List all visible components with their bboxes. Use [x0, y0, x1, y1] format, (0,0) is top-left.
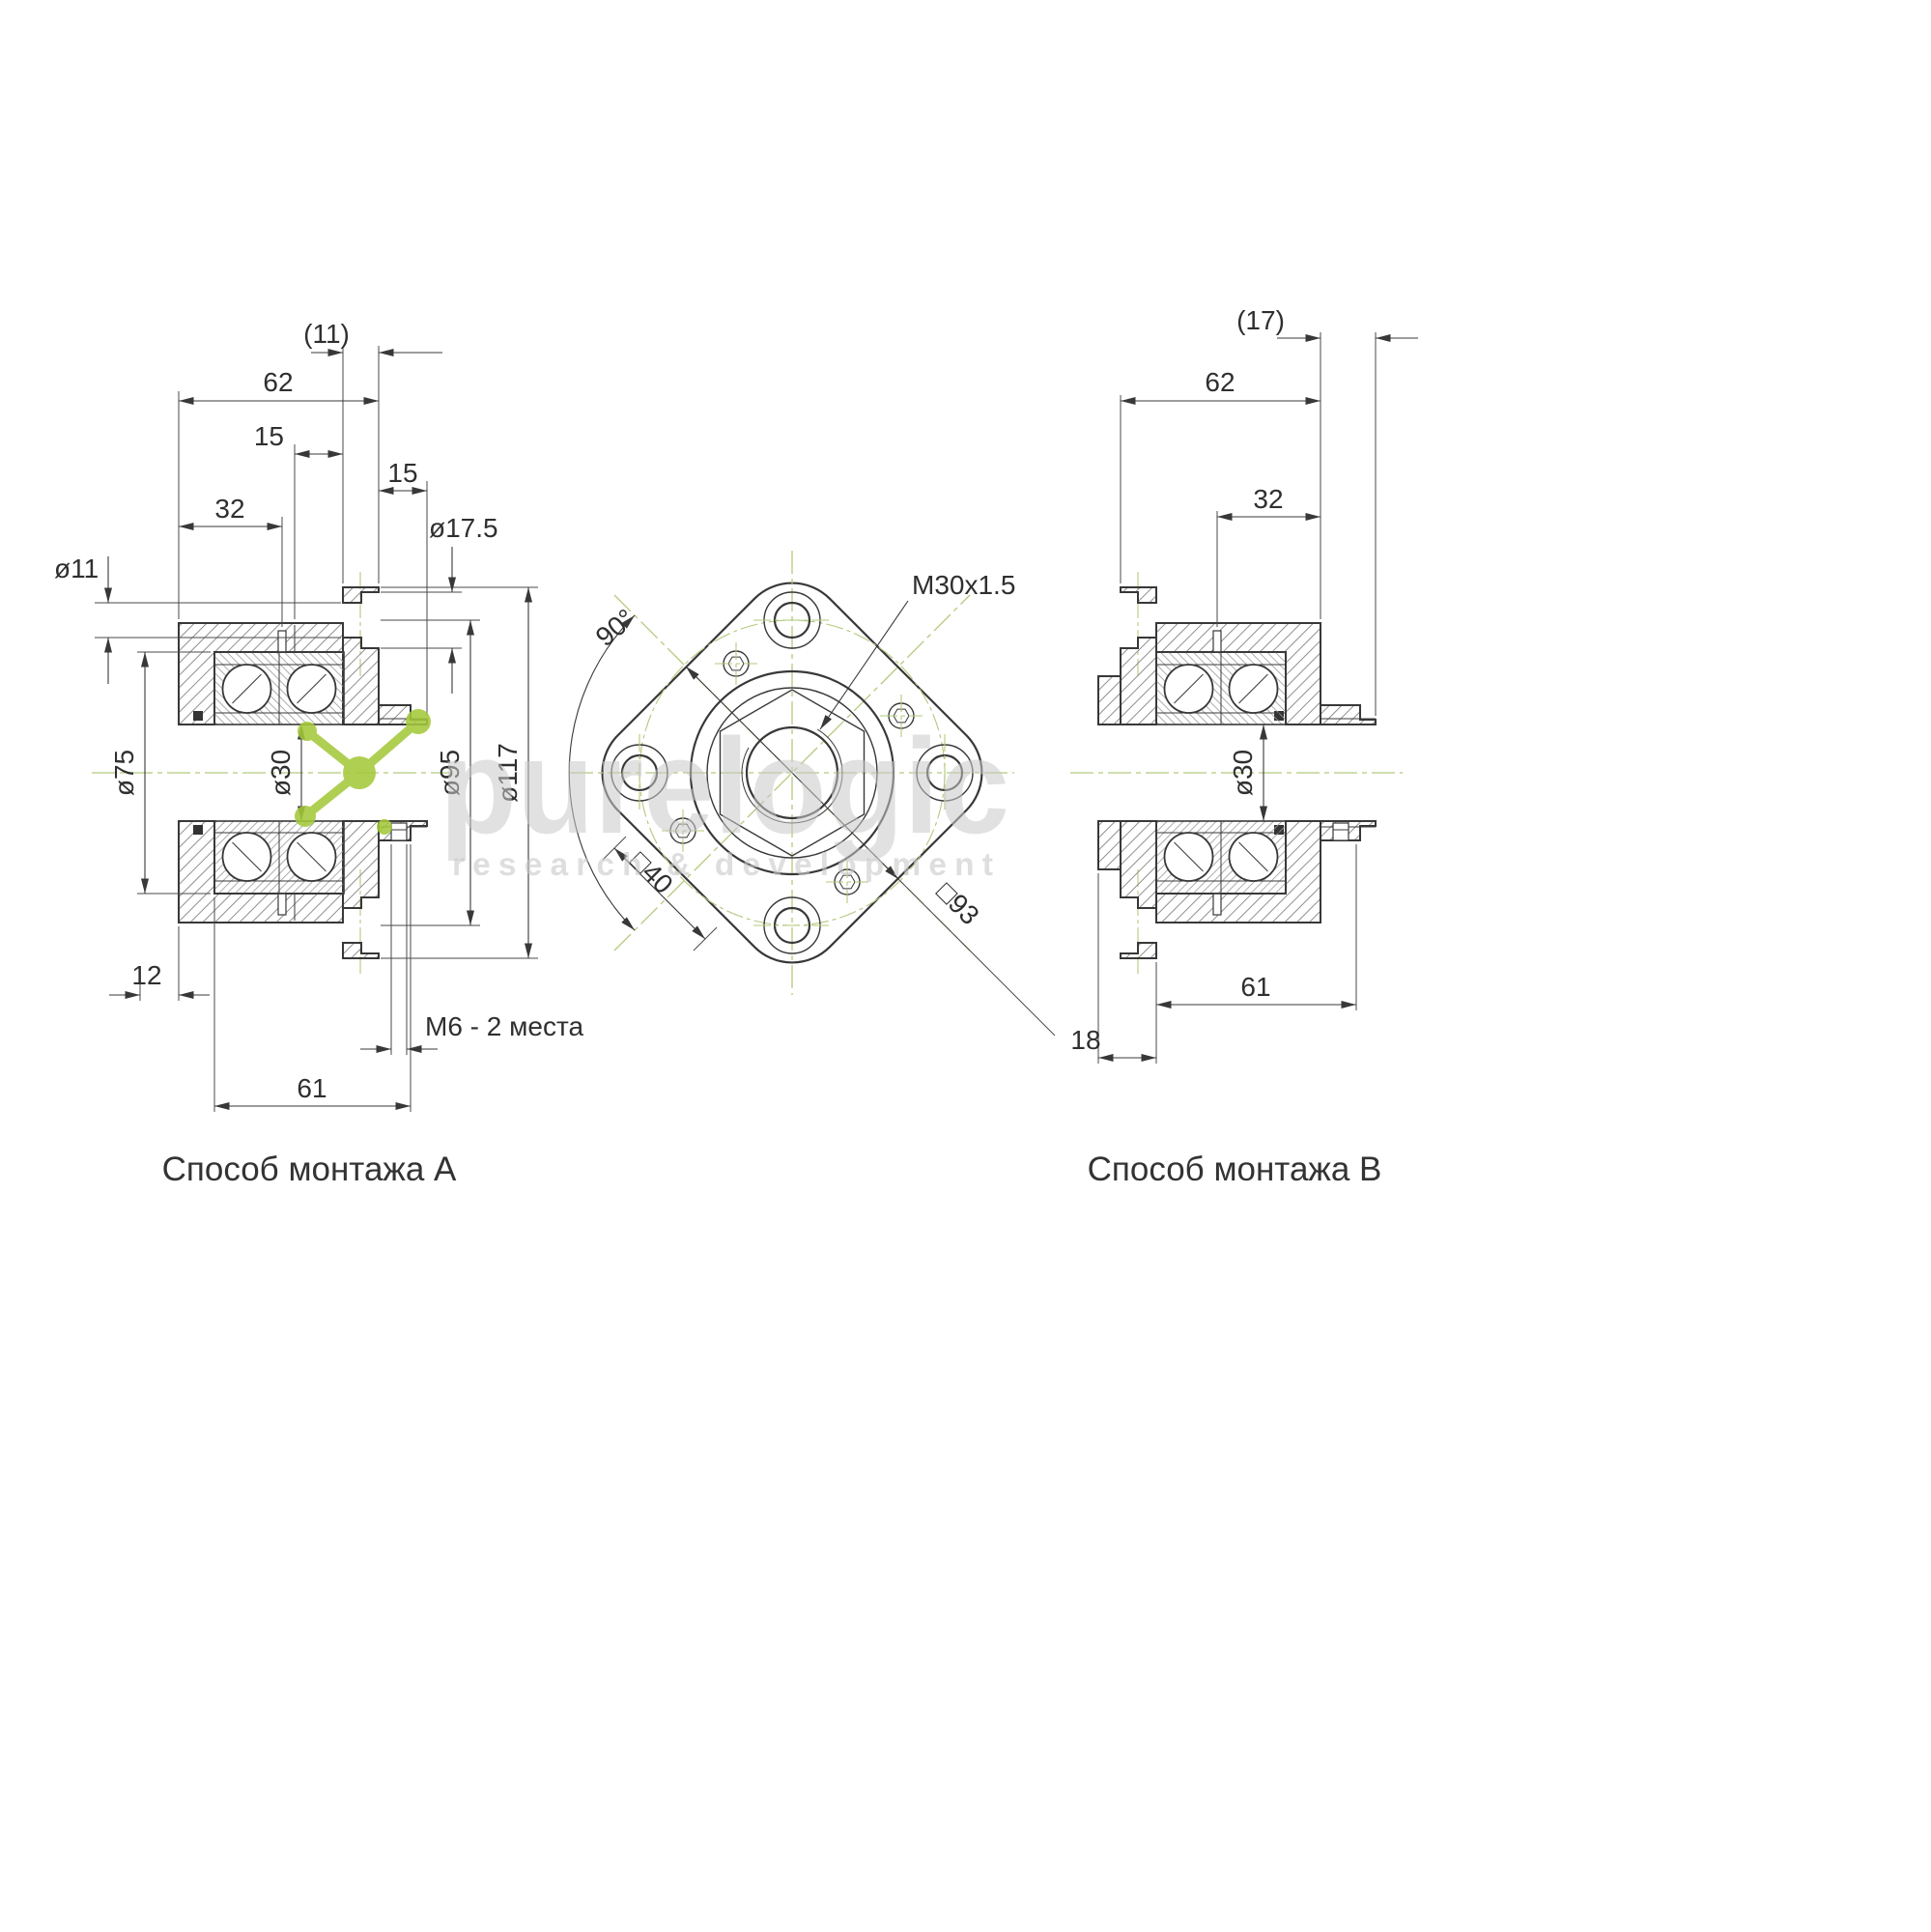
dim-overhang-17: (17) [1236, 305, 1285, 335]
dim-61: 61 [297, 1073, 327, 1103]
extension-lines-a [95, 346, 538, 1112]
dim-18-b: 18 [1070, 1025, 1100, 1055]
view-mounting-b: (17) 62 32 ø30 61 18 Способ монтажа B [1070, 305, 1418, 1188]
dim-arc-90 [568, 614, 636, 931]
dim-counterbore: ø17.5 [429, 513, 498, 543]
dim-bearing-od: ø75 [109, 750, 139, 796]
view-mounting-a: (11) 62 15 15 32 ø17.5 ø11 ø75 ø30 ø95 ø… [54, 319, 583, 1188]
dim-bolt-circle: ø95 [435, 750, 465, 796]
dim-62-b: 62 [1205, 367, 1235, 397]
dim-flange-dia: ø117 [493, 743, 523, 803]
dim-thread-m30: M30x1.5 [912, 570, 1015, 600]
dim-hole-11: ø11 [54, 554, 99, 583]
dim-61-b: 61 [1240, 972, 1270, 1002]
caption-mounting-a: Способ монтажа A [162, 1151, 457, 1188]
dim-bore-30-a: ø30 [266, 750, 296, 796]
dimensions-b: (17) 62 32 ø30 61 18 [1070, 305, 1418, 1062]
watermark-brand-text: purelogic [440, 710, 1009, 862]
view-front: 90° M30x1.5 □40 □93 [568, 551, 1056, 1037]
lock-collar-b [1320, 704, 1377, 841]
dim-12: 12 [131, 960, 161, 990]
dim-15a: 15 [254, 421, 284, 451]
watermark: purelogic research & development [295, 709, 1009, 882]
dim-flange-thickness: (11) [303, 319, 350, 349]
set-screw-m6 [390, 822, 408, 841]
dim-bore-30-b: ø30 [1228, 750, 1258, 796]
dimensions-a: (11) 62 15 15 32 ø17.5 ø11 ø75 ø30 ø95 ø… [54, 319, 583, 1110]
extension-lines-b [1097, 332, 1377, 1064]
watermark-tagline-text: research & development [452, 846, 1001, 882]
dim-15b: 15 [387, 458, 417, 488]
seal-section [193, 711, 203, 721]
set-screw-m6 [1332, 822, 1349, 841]
flange-b [1120, 586, 1157, 959]
corner-bolt-holes [610, 590, 975, 955]
seal-section [193, 825, 203, 835]
dim-m6-note: M6 - 2 места [425, 1011, 583, 1041]
dim-62: 62 [263, 367, 293, 397]
watermark-logo-molecule [295, 709, 431, 835]
dim-32: 32 [214, 494, 244, 524]
caption-mounting-b: Способ монтажа B [1088, 1151, 1382, 1188]
dim-32-b: 32 [1253, 484, 1283, 514]
flange-a [342, 586, 380, 959]
